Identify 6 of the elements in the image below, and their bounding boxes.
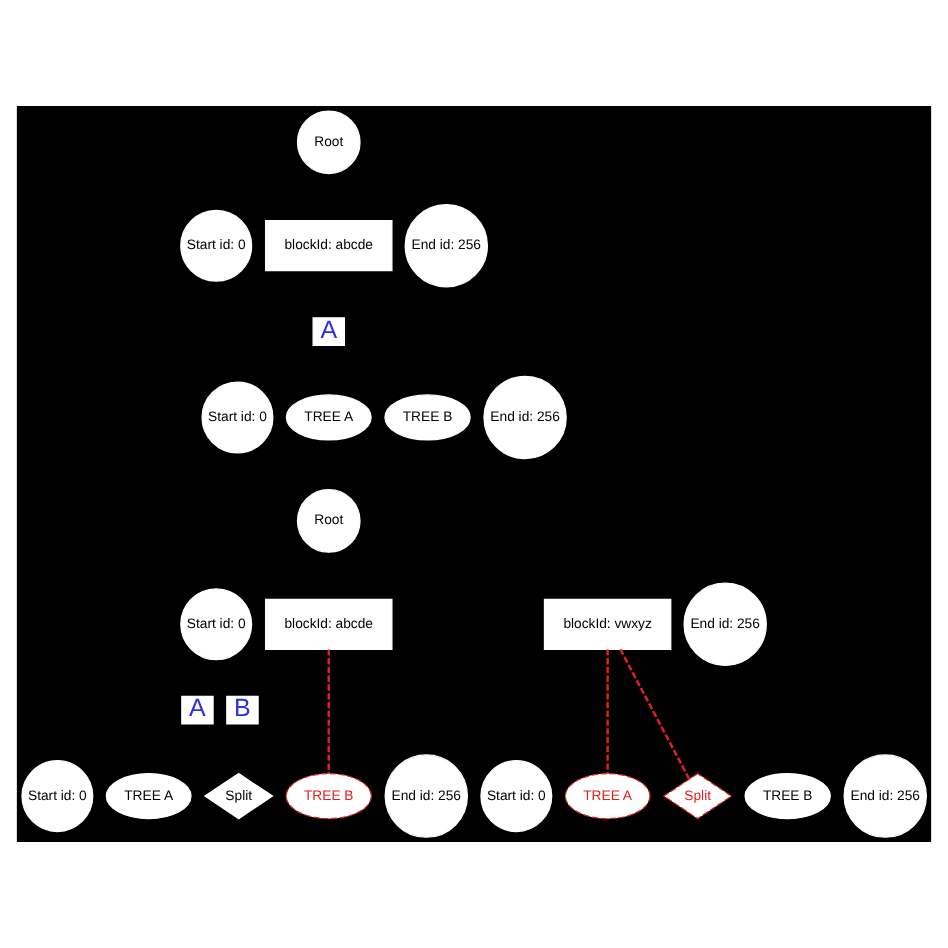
connector (606, 649, 609, 774)
node-box: B (226, 695, 259, 725)
connector (327, 649, 330, 774)
node-box: A (312, 317, 345, 346)
node-box: A (181, 695, 214, 725)
connector (619, 648, 691, 780)
